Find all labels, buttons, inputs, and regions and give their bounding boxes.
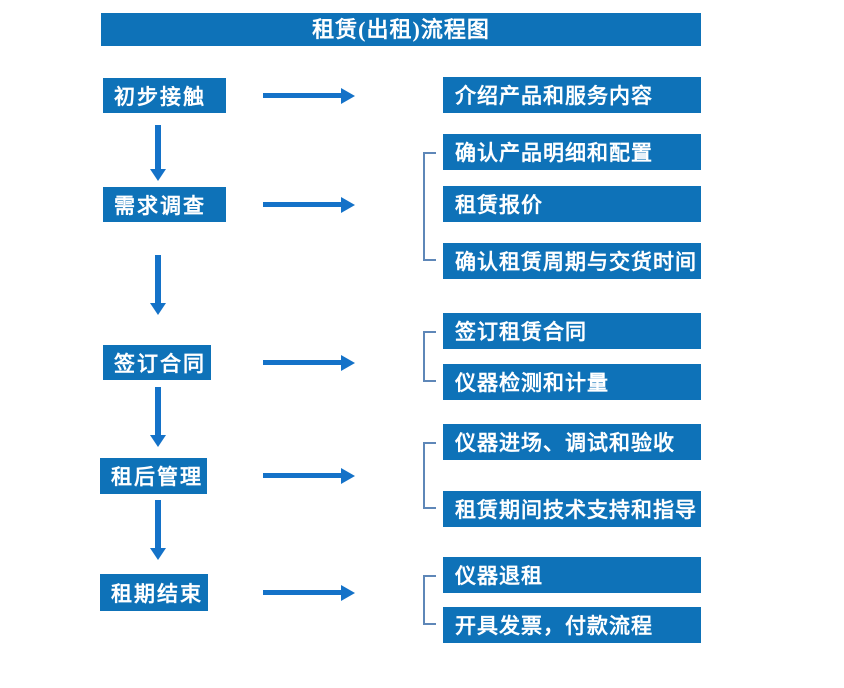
arrow-shaft — [155, 387, 161, 435]
output-box-sign-rental-contract: 签订租赁合同 — [443, 313, 701, 349]
output-box-confirm-product-details: 确认产品明细和配置 — [443, 134, 701, 170]
arrow-shaft — [263, 202, 341, 207]
arrow-shaft — [263, 93, 341, 98]
step-initial-contact: 初步接触 — [103, 78, 226, 113]
output-box-tech-support: 租赁期间技术支持和指导 — [443, 491, 701, 527]
arrow-right-connector-3 — [263, 355, 355, 371]
arrow-shaft — [155, 500, 161, 548]
arrow-right-connector-2 — [263, 197, 355, 213]
group-bracket-post-rental — [423, 442, 436, 509]
arrow-down-connector-4 — [150, 500, 166, 560]
output-box-instrument-testing: 仪器检测和计量 — [443, 364, 701, 400]
arrow-head — [341, 355, 355, 371]
step-post-rental-management: 租后管理 — [100, 458, 207, 494]
arrow-head — [341, 88, 355, 104]
output-box-introduce-products: 介绍产品和服务内容 — [443, 77, 701, 113]
arrow-down-connector-3 — [150, 387, 166, 447]
arrow-down-connector-1 — [150, 125, 166, 181]
arrow-head — [341, 468, 355, 484]
page-title: 租赁(出租)流程图 — [101, 13, 701, 46]
arrow-head — [150, 303, 166, 315]
arrow-head — [150, 435, 166, 447]
group-bracket-demand-survey — [423, 152, 436, 261]
arrow-shaft — [155, 125, 161, 169]
output-box-instrument-setup-acceptance: 仪器进场、调试和验收 — [443, 424, 701, 460]
step-sign-contract: 签订合同 — [103, 345, 211, 380]
step-demand-survey: 需求调查 — [103, 187, 226, 222]
arrow-right-connector-4 — [263, 468, 355, 484]
arrow-shaft — [263, 473, 341, 478]
arrow-head — [150, 169, 166, 181]
arrow-head — [150, 548, 166, 560]
group-bracket-lease-end — [423, 575, 436, 625]
output-box-invoice-payment: 开具发票，付款流程 — [443, 607, 701, 643]
arrow-down-connector-2 — [150, 255, 166, 315]
arrow-right-connector-1 — [263, 88, 355, 104]
arrow-right-connector-5 — [263, 585, 355, 601]
output-box-confirm-period-delivery: 确认租赁周期与交货时间 — [443, 243, 701, 279]
arrow-head — [341, 585, 355, 601]
arrow-head — [341, 197, 355, 213]
arrow-shaft — [263, 590, 341, 595]
output-box-instrument-return: 仪器退租 — [443, 557, 701, 593]
group-bracket-sign-contract — [423, 331, 436, 382]
arrow-shaft — [263, 360, 341, 365]
step-lease-end: 租期结束 — [100, 574, 208, 611]
arrow-shaft — [155, 255, 161, 303]
output-box-rental-quotation: 租赁报价 — [443, 186, 701, 222]
